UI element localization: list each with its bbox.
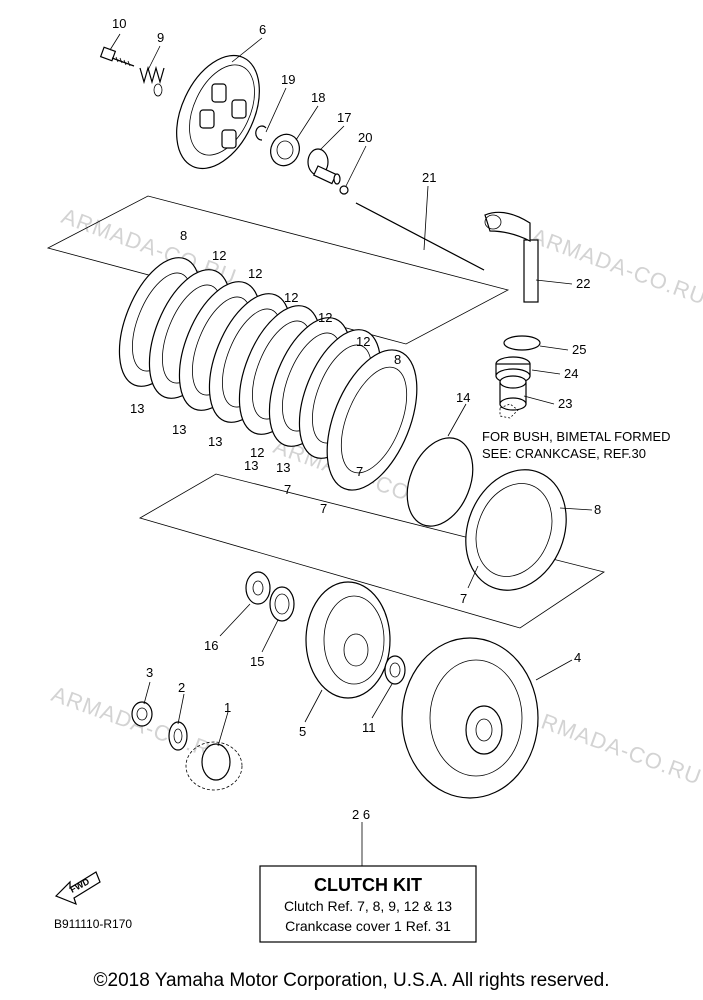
circlip-part-19	[255, 125, 267, 141]
primary-driven-gear-part-4	[401, 637, 539, 799]
callout-13: 13	[172, 422, 186, 437]
callout-4: 4	[574, 650, 581, 665]
washer-part-11	[384, 655, 406, 685]
washer-part-2	[168, 721, 188, 751]
washer-part-15	[269, 586, 295, 622]
callout-8: 8	[394, 352, 401, 367]
callout-12: 12	[212, 248, 226, 263]
callout-17: 17	[337, 110, 351, 125]
callout-18: 18	[311, 90, 325, 105]
callout-10: 10	[112, 16, 126, 31]
callout-21: 21	[422, 170, 436, 185]
callout-23: 23	[558, 396, 572, 411]
friction-plate-part-8	[465, 469, 567, 591]
washer-part-16	[245, 571, 271, 605]
nut-part-3	[131, 701, 153, 727]
bearing-part-18	[270, 133, 300, 167]
push-piece-part-17	[307, 148, 341, 185]
callout-8: 8	[180, 228, 187, 243]
steel-ball-part-20	[339, 185, 349, 195]
clutch-plate-stack	[118, 257, 418, 491]
callout-13: 13	[244, 458, 258, 473]
spring-part-9	[139, 65, 165, 97]
callout-25: 25	[572, 342, 586, 357]
callout-7: 7	[356, 464, 363, 479]
callout-12: 12	[356, 334, 370, 349]
clutch-kit-line-2: Crankcase cover 1 Ref. 31	[285, 918, 451, 934]
clutch-kit-line-1: Clutch Ref. 7, 8, 9, 12 & 13	[284, 898, 452, 914]
callout-7: 7	[320, 501, 327, 516]
callout-22: 22	[576, 276, 590, 291]
oil-seal-part-25	[503, 335, 541, 351]
callout-2: 2	[178, 680, 185, 695]
bush-note-line-2: SEE: CRANKCASE, REF.30	[482, 446, 646, 461]
callout-12: 12	[248, 266, 262, 281]
callout-12: 12	[284, 290, 298, 305]
bush-ref-marker	[499, 403, 519, 419]
callout-15: 15	[250, 654, 264, 669]
callout-11: 11	[362, 720, 376, 735]
clutch-kit-box: CLUTCH KIT Clutch Ref. 7, 8, 9, 12 & 13 …	[259, 865, 477, 943]
bolt-part-10	[99, 46, 135, 67]
copyright-notice: ©2018 Yamaha Motor Corporation, U.S.A. A…	[93, 970, 610, 991]
callout-9: 9	[157, 30, 164, 45]
bush-note-line-1: FOR BUSH, BIMETAL FORMED	[482, 429, 671, 444]
callout-12: 12	[318, 310, 332, 325]
callout-26: 2 6	[352, 807, 370, 822]
callout-13: 13	[208, 434, 222, 449]
callout-7: 7	[284, 482, 291, 497]
callout-13: 13	[130, 401, 144, 416]
clutch-boss-part-5	[305, 581, 391, 699]
bush-part-23	[499, 375, 527, 411]
callout-5: 5	[299, 724, 306, 739]
callout-1: 1	[224, 700, 231, 715]
push-lever-part-22	[484, 211, 539, 303]
wire-circlip-part-14	[406, 437, 474, 527]
pressure-plate-part-6	[176, 54, 260, 170]
watermark: ARMADA-CO.RU	[528, 223, 703, 310]
clutch-kit-title: CLUTCH KIT	[314, 875, 422, 895]
callout-24: 24	[564, 366, 578, 381]
callout-8: 8	[594, 502, 601, 517]
callout-19: 19	[281, 72, 295, 87]
callout-6: 6	[259, 22, 266, 37]
callout-16: 16	[204, 638, 218, 653]
primary-drive-gear-part-1	[185, 741, 243, 791]
fwd-arrow-icon: FWD	[54, 871, 101, 906]
callout-13: 13	[276, 460, 290, 475]
push-rod-part-21	[355, 202, 485, 271]
leader-lines	[109, 33, 593, 866]
callout-14: 14	[456, 390, 470, 405]
callout-20: 20	[358, 130, 372, 145]
diagram-code: B911110-R170	[54, 917, 132, 931]
callout-3: 3	[146, 665, 153, 680]
callout-numbers: 10 9 6 19 18 17 20 21 22 25 24 23 8 12 1…	[112, 16, 601, 822]
callout-7: 7	[460, 591, 467, 606]
watermark: ARMADA-CO.RU	[523, 703, 703, 790]
callout-12: 12	[250, 445, 264, 460]
